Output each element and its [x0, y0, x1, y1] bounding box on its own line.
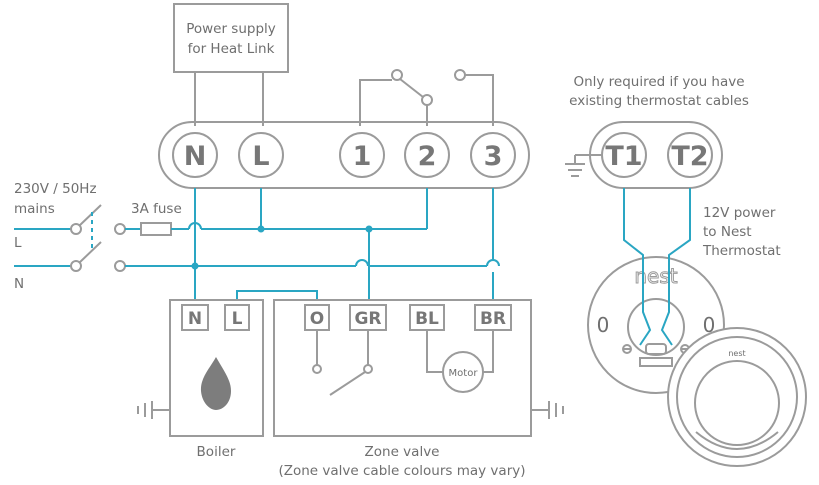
thermostat-terminal-t1: T1	[601, 132, 647, 178]
fuse-label: 3A fuse	[131, 201, 182, 217]
heat-link-terminal-n-label: N	[184, 141, 207, 172]
power-supply-box	[173, 3, 289, 73]
fuse	[140, 222, 172, 236]
zone-valve-terminal-br-label: BR	[480, 309, 506, 329]
power12-label-1: 12V power	[703, 205, 776, 221]
power12-label-2: to Nest	[703, 224, 752, 240]
boiler-terminal-n-label: N	[188, 309, 202, 329]
heat-link-terminal-l-label: L	[252, 141, 269, 172]
boiler-box	[169, 299, 264, 437]
nest-base-slot-right: 0	[703, 313, 716, 337]
zone-valve-terminal-bl-label: BL	[415, 309, 439, 329]
zone-valve-terminal-bl: BL	[409, 304, 445, 331]
only-required-label-1: Only required if you have	[573, 74, 744, 90]
zone-valve-terminal-gr: GR	[349, 304, 387, 331]
power-supply-label-1: Power supply	[186, 21, 276, 37]
boiler-terminal-n: N	[181, 304, 209, 331]
heat-link-terminal-1: 1	[339, 132, 385, 178]
motor	[442, 351, 484, 393]
zone-valve-terminal-br: BR	[474, 304, 512, 331]
nest-base-level	[645, 343, 667, 355]
heat-link-terminal-n: N	[172, 132, 218, 178]
nest-base-slot-left: 0	[597, 313, 610, 337]
zone-valve-terminal-o: O	[304, 304, 330, 331]
zone-valve-terminal-o-label: O	[310, 309, 324, 329]
boiler-label: Boiler	[197, 444, 236, 460]
zone-valve-terminal-gr-label: GR	[354, 309, 381, 329]
power12-label-3: Thermostat	[702, 243, 781, 259]
heat-link-terminal-3: 3	[470, 132, 516, 178]
motor-label: Motor	[449, 368, 479, 379]
mains-neutral-label: N	[14, 276, 24, 292]
boiler-terminal-l: L	[224, 304, 250, 331]
heat-link-terminal-block	[158, 121, 530, 189]
nest-thermostat	[667, 327, 807, 467]
heat-link-terminal-2: 2	[404, 132, 450, 178]
nest-thermostat-logo: nest	[728, 349, 745, 358]
heat-link-terminal-l: L	[238, 132, 284, 178]
flame-icon	[200, 357, 231, 410]
boiler-terminal-l-label: L	[232, 309, 243, 329]
only-required-label-2: existing thermostat cables	[569, 93, 749, 109]
nest-base-logo: nest	[634, 264, 677, 288]
thermostat-terminal-t1-label: T1	[605, 141, 642, 172]
power-supply-label-2: for Heat Link	[188, 41, 275, 57]
zone-valve-note: (Zone valve cable colours may vary)	[278, 463, 525, 479]
mains-label-1: 230V / 50Hz	[14, 181, 97, 197]
zone-valve-box	[273, 299, 532, 437]
heat-link-terminal-1-label: 1	[353, 141, 372, 172]
thermostat-terminal-t2-label: T2	[671, 141, 708, 172]
thermostat-terminal-t2: T2	[667, 132, 713, 178]
mains-label-2: mains	[14, 201, 55, 217]
nest-base-screw-left	[622, 344, 632, 354]
heat-link-terminal-3-label: 3	[484, 141, 503, 172]
zone-valve-label: Zone valve	[365, 444, 440, 460]
heat-link-terminal-2-label: 2	[418, 141, 437, 172]
mains-live-label: L	[14, 235, 22, 251]
